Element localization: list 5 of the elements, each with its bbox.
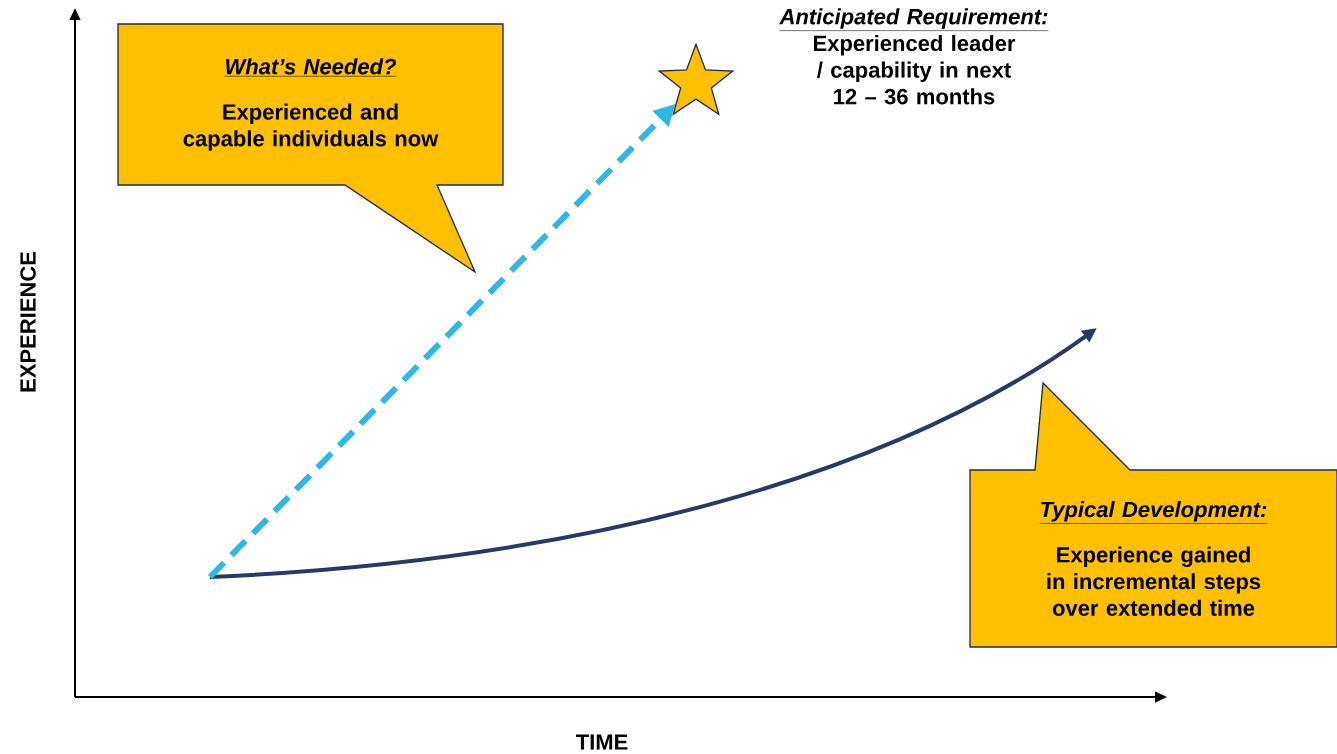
axis-label: TIME: [576, 734, 628, 750]
callout-box: Typical Development: Experience gained in incremental steps over extended time: [969, 381, 1337, 648]
axis-label: EXPERIENCE: [20, 251, 36, 392]
callout-box: What’s Needed? Experienced and capable individuals now: [117, 23, 504, 274]
requirement-note: Anticipated Requirement: Experienced leader / capability in next 12 – 36 months: [779, 8, 1049, 105]
